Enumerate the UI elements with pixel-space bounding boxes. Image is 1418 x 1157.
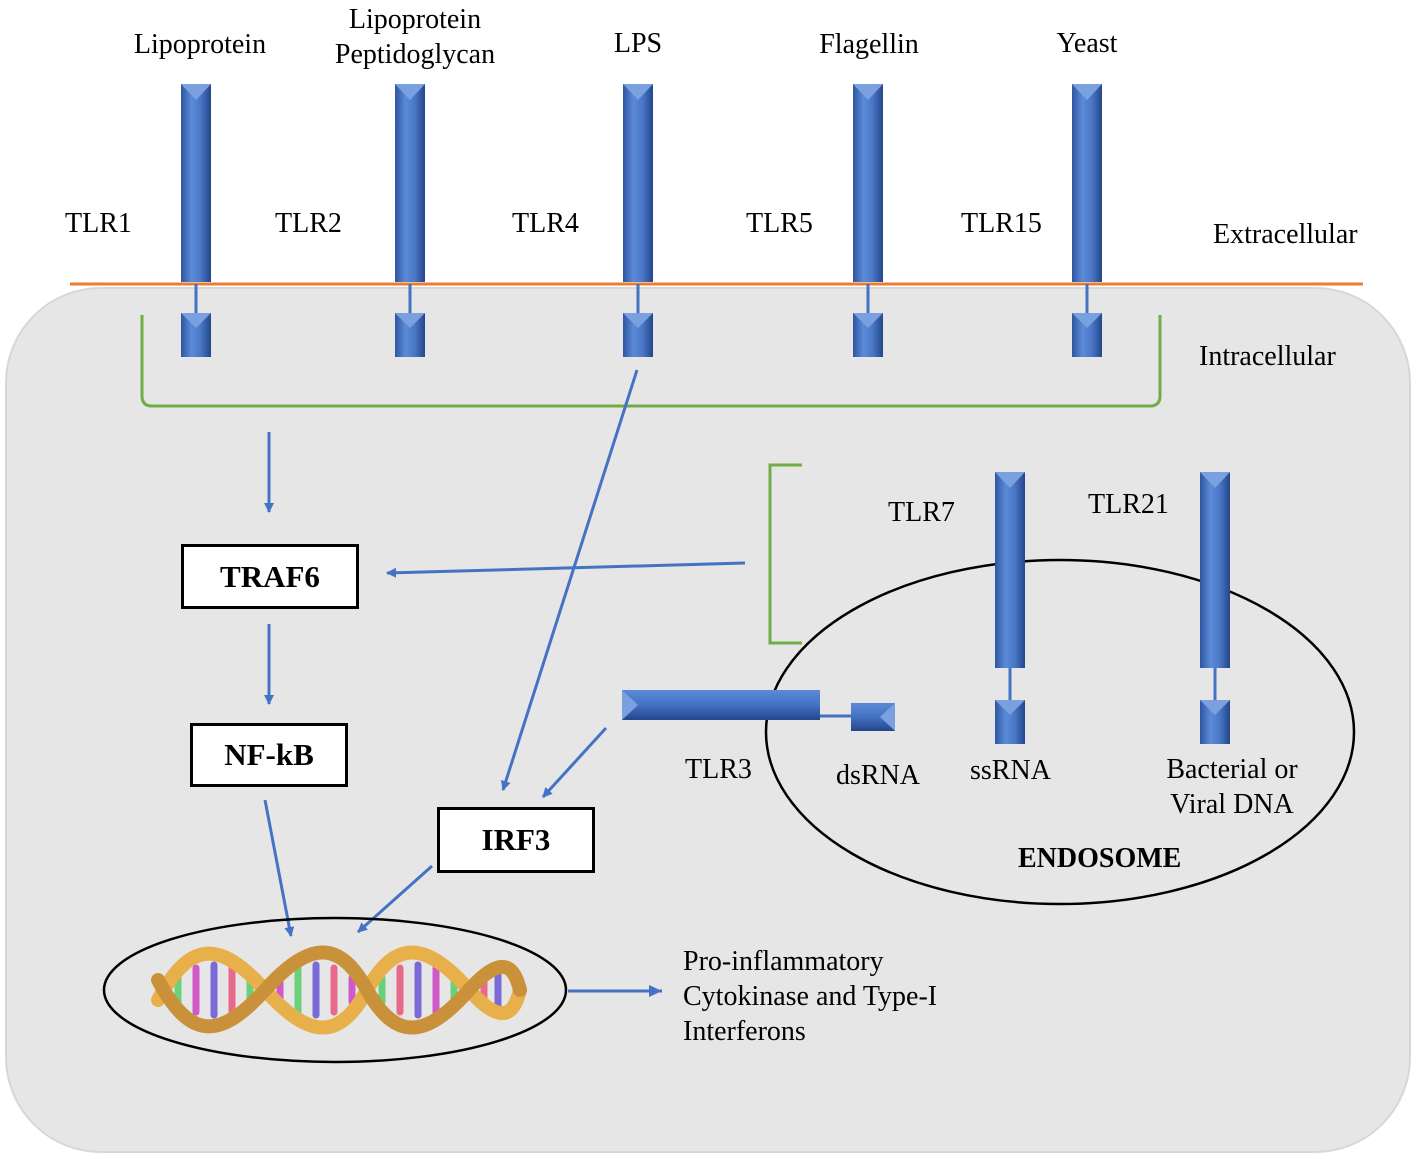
ligand-label-tlr21: Bacterial or Viral DNA (1147, 752, 1317, 822)
ligand-label-tlr2: Lipoprotein Peptidoglycan (310, 2, 520, 72)
ligand-label-tlr15: Yeast (1056, 28, 1118, 59)
region-label-intracellular: Intracellular (1199, 341, 1336, 372)
ligand-label-tlr7: ssRNA (970, 755, 1051, 786)
receptor-label-tlr4: TLR4 (512, 208, 579, 239)
ligand-label-tlr3: dsRNA (836, 760, 921, 791)
endosome-membrane (764, 558, 1356, 906)
ligand-label-tlr4: LPS (613, 28, 663, 59)
output-label-line3: Interferons (683, 1016, 806, 1047)
ligand-label-tlr5: Flagellin (819, 29, 919, 60)
receptor-label-tlr5: TLR5 (746, 208, 813, 239)
receptor-label-tlr15: TLR15 (961, 208, 1042, 239)
region-label-endosome: ENDOSOME (1018, 843, 1182, 874)
arrow-irf3-to-nucleus (357, 864, 433, 934)
arrow-tlr3-to-irf3 (541, 726, 608, 799)
nucleus (102, 916, 568, 1064)
arrow-tlr4-to-irf3 (500, 369, 639, 791)
output-label-line2: Cytokinase and Type-I (683, 981, 938, 1012)
output-label: Pro-inflammatory Cytokinase and Type-I I… (683, 944, 937, 1049)
arrow-nfkb-to-nucleus (263, 799, 295, 937)
ligand-label-tlr1: Lipoprotein (133, 29, 267, 60)
ligand-label-tlr2-line2: Peptidoglycan (334, 39, 496, 70)
receptor-tlr21 (1200, 472, 1230, 744)
receptor-tlr2 (395, 84, 425, 357)
receptor-label-tlr21: TLR21 (1088, 489, 1169, 520)
receptor-tlr1 (181, 84, 211, 357)
region-label-extracellular: Extracellular (1213, 219, 1358, 250)
surface-receptor-bracket (140, 315, 1162, 408)
receptor-tlr7 (995, 472, 1025, 744)
receptor-tlr4 (623, 84, 653, 357)
ligand-label-tlr21-line1: Bacterial or (1166, 754, 1298, 785)
ligand-label-tlr2-line1: Lipoprotein (348, 4, 482, 35)
receptor-tlr15 (1072, 84, 1102, 357)
endosomal-receptor-bracket (768, 463, 802, 645)
arrow-endosome-to-traf6 (386, 561, 746, 578)
receptor-tlr5 (853, 84, 883, 357)
receptor-label-tlr2: TLR2 (275, 208, 342, 239)
node-traf6: TRAF6 (181, 544, 359, 609)
receptor-label-tlr7: TLR7 (888, 497, 955, 528)
dna-helix-icon (151, 945, 527, 1035)
receptor-label-tlr1: TLR1 (65, 208, 132, 239)
receptor-tlr3 (622, 690, 895, 731)
ligand-label-tlr21-line2: Viral DNA (1170, 789, 1294, 820)
node-irf3: IRF3 (437, 807, 595, 873)
node-nfkb: NF-kB (190, 723, 348, 787)
receptor-label-tlr3: TLR3 (685, 754, 752, 785)
output-label-line1: Pro-inflammatory (683, 946, 884, 977)
